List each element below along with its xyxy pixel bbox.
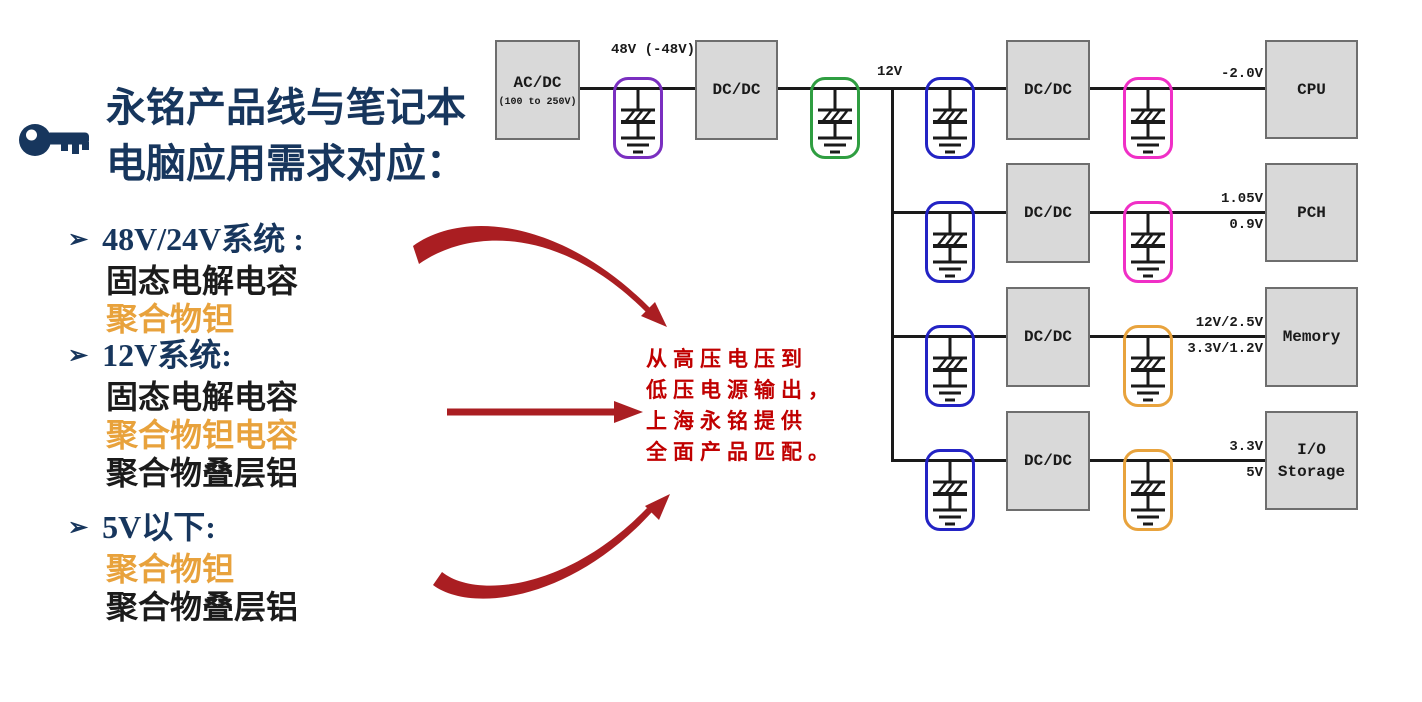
capacitor-input-4-icon (925, 449, 975, 531)
dcdc-label: DC/DC (712, 81, 761, 99)
acdc-range-label: (100 to 250V) (498, 97, 577, 108)
dcdc-box-cpu: DC/DC (1006, 40, 1090, 140)
acdc-box: AC/DC (100 to 250V) (495, 40, 580, 140)
bullet-arrow-icon: ➢ (68, 227, 89, 253)
bullet-header-label: 48V/24V系统 : (102, 221, 304, 257)
dcdc-label: DC/DC (1023, 328, 1072, 346)
dcdc-label: DC/DC (1023, 204, 1072, 222)
list-item: 固态电解电容 (106, 263, 299, 299)
page-title-line2: 电脑应用需求对应： (106, 141, 466, 186)
wire-branch3-load (1090, 335, 1265, 338)
curved-arrow-top (413, 225, 667, 327)
front-dcdc-box: DC/DC (695, 40, 778, 140)
rail-label-io-below: 5V (1246, 465, 1263, 481)
bullet-group-header: ➢ 48V/24V系统 : (68, 220, 304, 262)
load-label: Memory (1282, 328, 1341, 346)
capacitor-hv-icon (613, 77, 663, 159)
bullet-header-label: 5V以下: (102, 509, 216, 545)
dcdc-label: DC/DC (1023, 81, 1072, 99)
callout-line: 低压电源输出， (646, 378, 835, 402)
wire-12v-bus (891, 87, 894, 462)
rail-label-pch-below: 0.9V (1229, 217, 1263, 233)
load-label: PCH (1297, 203, 1326, 222)
load-box-pch: PCH (1265, 163, 1358, 262)
curved-arrow-bottom (433, 494, 670, 599)
dcdc-box-pch: DC/DC (1006, 163, 1090, 263)
list-item: 聚合物叠层铝 (106, 455, 299, 491)
bullet-header-label: 12V系统: (102, 337, 232, 373)
page-title-line1: 永铭产品线与笔记本 (106, 85, 466, 130)
rail-label-memory-above: 12V/2.5V (1195, 315, 1263, 331)
bullet-arrow-icon: ➢ (68, 343, 89, 369)
capacitor-input-2-icon (925, 201, 975, 283)
capacitor-output-pch-icon (1123, 201, 1173, 283)
bullet-group-header: ➢ 12V系统: (68, 336, 298, 378)
capacitor-input-1-icon (925, 77, 975, 159)
dcdc-label: DC/DC (1023, 452, 1072, 470)
load-label: CPU (1297, 80, 1326, 99)
straight-arrow-middle (447, 401, 643, 423)
callout-line: 上海永铭提供 (646, 409, 808, 433)
load-label-line1: I/O (1297, 440, 1326, 459)
acdc-label: AC/DC (513, 74, 562, 92)
bullet-arrow-icon: ➢ (68, 515, 89, 541)
rail-label-io-above: 3.3V (1229, 439, 1263, 455)
load-box-cpu: CPU (1265, 40, 1358, 139)
capacitor-output-io-icon (1123, 449, 1173, 531)
bullet-group-5v: ➢ 5V以下: 聚合物钽 聚合物叠层铝 (68, 508, 298, 626)
hv-rail-label: 48V (-48V) (611, 42, 696, 58)
bus-12v-label: 12V (877, 64, 903, 80)
rail-label-cpu: -2.0V (1220, 66, 1263, 82)
rail-label-memory-below: 3.3V/1.2V (1187, 341, 1263, 357)
bullet-group-48v24v: ➢ 48V/24V系统 : 固态电解电容 聚合物钽 (68, 220, 304, 338)
list-item: 聚合物钽 (106, 301, 235, 337)
wire-branch4-load (1090, 459, 1265, 462)
load-label-line2: Storage (1277, 462, 1346, 481)
callout-text: 从高压电压到 低压电源输出， 上海永铭提供 全面产品匹配。 (646, 344, 846, 468)
list-item: 固态电解电容 (106, 379, 299, 415)
page-title: 永铭产品线与笔记本 电脑应用需求对应： (106, 80, 466, 192)
capacitor-input-3-icon (925, 325, 975, 407)
list-item: 聚合物叠层铝 (106, 589, 299, 625)
dcdc-box-io: DC/DC (1006, 411, 1090, 511)
bullet-group-header: ➢ 5V以下: (68, 508, 298, 550)
wire-branch2-load (1090, 211, 1265, 214)
capacitor-output-cpu-icon (1123, 77, 1173, 159)
bullet-group-12v: ➢ 12V系统: 固态电解电容 聚合物钽电容 聚合物叠层铝 (68, 336, 298, 492)
list-item: 聚合物钽电容 (106, 417, 299, 453)
load-box-memory: Memory (1265, 287, 1358, 387)
key-icon (19, 124, 89, 156)
load-box-io-storage: I/O Storage (1265, 411, 1358, 510)
dcdc-box-memory: DC/DC (1006, 287, 1090, 387)
rail-label-pch-above: 1.05V (1220, 191, 1263, 207)
capacitor-output-memory-icon (1123, 325, 1173, 407)
list-item: 聚合物钽 (106, 551, 235, 587)
wire-branch1-load (1090, 87, 1265, 90)
capacitor-bus-12v-icon (810, 77, 860, 159)
callout-line: 从高压电压到 (646, 347, 808, 371)
callout-line: 全面产品匹配。 (646, 440, 835, 464)
